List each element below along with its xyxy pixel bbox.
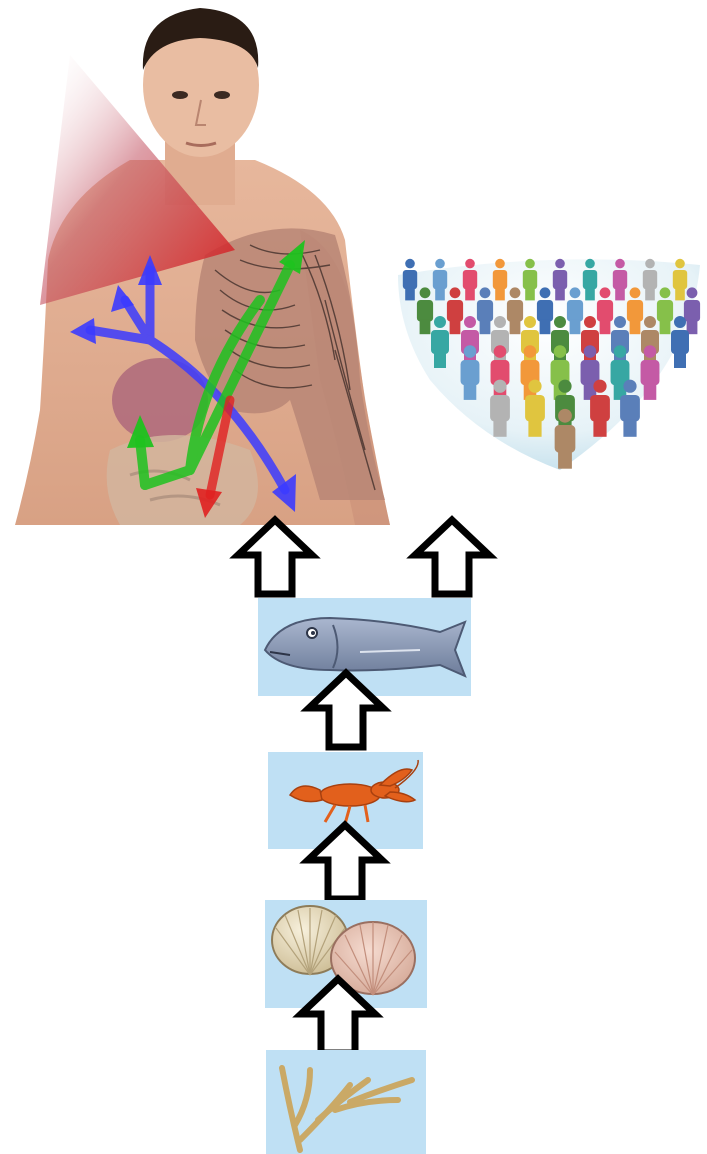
crowd-icon [398,259,700,470]
up-arrow-population [415,520,489,594]
seaweed-tile [266,1050,426,1154]
human-torso-icon [15,8,390,525]
fish-tile [258,598,471,696]
up-arrow-human [238,520,312,594]
